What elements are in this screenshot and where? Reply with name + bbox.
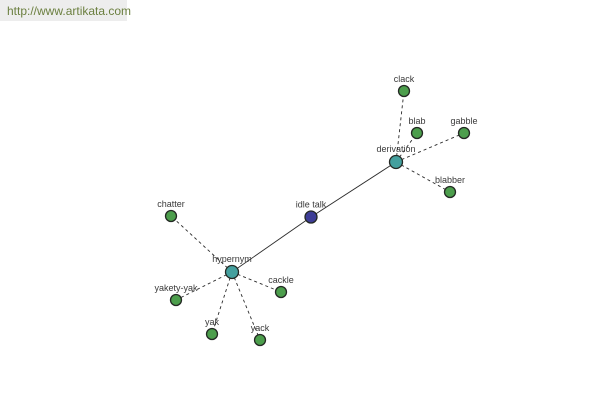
node-blabber[interactable] <box>443 185 457 199</box>
node-label-yack: yack <box>251 323 270 333</box>
node-label-blab: blab <box>408 116 425 126</box>
node-label-blabber: blabber <box>435 175 465 185</box>
node-hypernym[interactable] <box>224 264 240 280</box>
node-derivation[interactable] <box>388 154 404 170</box>
node-label-hypernym: hypernym <box>212 254 252 264</box>
node-gabble[interactable] <box>457 126 471 140</box>
edge-derivation-gabble <box>395 132 465 163</box>
edge-hypernym-chatter <box>170 215 233 273</box>
node-yakety-yak[interactable] <box>169 293 183 307</box>
node-cackle[interactable] <box>274 285 288 299</box>
edge-hypernym-yakety-yak <box>175 271 233 301</box>
node-yak[interactable] <box>205 327 219 341</box>
node-label-idle-talk: idle talk <box>296 200 327 210</box>
edge-idle-talk-derivation <box>310 161 397 218</box>
edge-hypernym-yack <box>231 271 261 341</box>
node-blab[interactable] <box>410 126 424 140</box>
edge-hypernym-yak <box>211 271 233 335</box>
node-yack[interactable] <box>253 333 267 347</box>
node-label-yak: yak <box>205 317 220 327</box>
edge-hypernym-cackle <box>231 271 282 293</box>
node-label-gabble: gabble <box>450 116 477 126</box>
node-chatter[interactable] <box>164 209 178 223</box>
url-bar: http://www.artikata.com <box>0 0 131 21</box>
node-label-cackle: cackle <box>268 275 294 285</box>
edge-derivation-blabber <box>395 161 451 193</box>
node-idle-talk[interactable] <box>304 210 318 224</box>
node-label-clack: clack <box>394 74 415 84</box>
node-label-derivation: derivation <box>376 144 415 154</box>
node-label-chatter: chatter <box>157 199 185 209</box>
edge-hypernym-idle-talk <box>231 216 312 273</box>
node-label-yakety-yak: yakety-yak <box>154 283 198 293</box>
node-clack[interactable] <box>397 84 411 98</box>
url-label: http://www.artikata.com <box>7 3 132 18</box>
